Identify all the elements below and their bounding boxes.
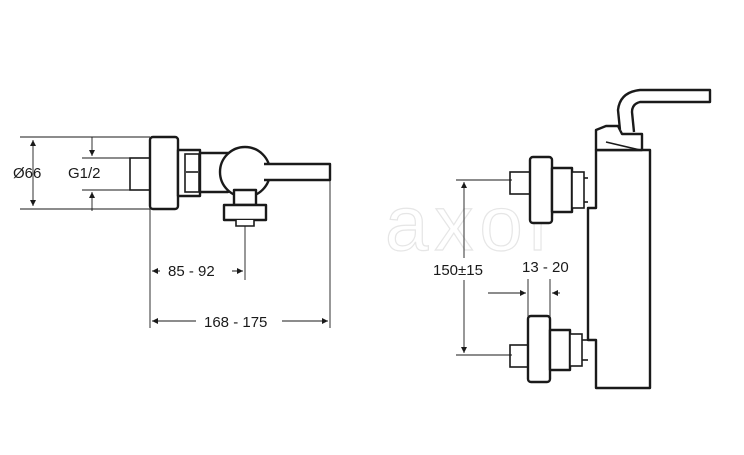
outlet-fitting bbox=[232, 188, 258, 207]
upper-stub bbox=[509, 171, 533, 195]
dim-offset-label: 85 - 92 bbox=[168, 263, 215, 280]
dim-projection-label: 13 - 20 bbox=[522, 259, 569, 276]
side-view: Ø66 G1/2 85 - 92 168 - 175 bbox=[13, 135, 332, 331]
handle-lever bbox=[264, 162, 332, 182]
wall-flange bbox=[148, 135, 180, 211]
thermostat-body bbox=[586, 148, 652, 390]
front-view: 150±15 13 - 20 bbox=[428, 88, 712, 390]
dim-total-depth-label: 168 - 175 bbox=[204, 314, 267, 331]
wall-connection-stub bbox=[129, 157, 153, 191]
dim-diameter-label: Ø66 bbox=[13, 165, 41, 182]
upper-nut bbox=[550, 166, 574, 214]
lower-nut bbox=[548, 328, 572, 372]
upper-flange bbox=[528, 155, 554, 225]
outlet-nut bbox=[222, 203, 268, 222]
dim-centers-label: 150±15 bbox=[433, 262, 483, 279]
lower-flange bbox=[526, 314, 552, 384]
top-lever bbox=[616, 88, 712, 133]
dim-thread-label: G1/2 bbox=[68, 165, 101, 182]
